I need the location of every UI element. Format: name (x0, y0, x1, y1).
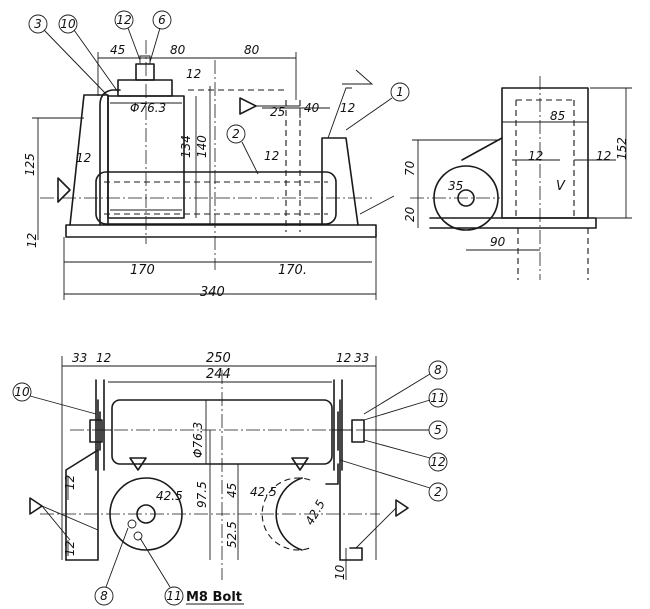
dim-42-5: 42.5 (302, 497, 327, 527)
dim-12: 12 (528, 149, 543, 163)
balloon: 8 (100, 589, 108, 603)
top-view: 33 12 250 12 33 244 Φ76.3 12 12 97.5 45 … (12, 351, 448, 606)
dim-45: 45 (225, 483, 239, 498)
dim-10: 10 (333, 564, 347, 580)
front-view: 45 80 80 12 25 40 12 125 12 134 140 Φ76.… (23, 10, 410, 300)
end-nut-right (351, 419, 365, 443)
balloon: 5 (434, 423, 442, 437)
dim-phi: Φ76.3 (130, 101, 166, 115)
dim-20: 20 (403, 206, 417, 222)
dim-250: 250 (206, 351, 231, 366)
side-bracket (501, 87, 589, 219)
balloon: 11 (166, 589, 181, 603)
dim-70: 70 (403, 160, 417, 176)
balloon: 12 (116, 13, 131, 27)
side-view: 85 152 70 35 20 12 12 90 V (403, 76, 632, 280)
dim-42-5: 42.5 (156, 489, 183, 503)
bolt-note: M8 Bolt (186, 590, 242, 605)
dim-80: 80 (244, 43, 260, 57)
dim-33: 33 (354, 351, 369, 365)
right-bracket-edge (327, 87, 352, 139)
dim-134: 134 (179, 135, 193, 158)
balloon: 8 (434, 363, 442, 377)
balloon: 1 (396, 85, 404, 99)
dim-12: 12 (336, 351, 351, 365)
balloon: 12 (430, 455, 445, 469)
dim-40: 40 (304, 101, 320, 115)
dim-152: 152 (615, 137, 629, 160)
weld-symbol (239, 97, 257, 115)
dim-12: 12 (186, 67, 201, 81)
dim-35: 35 (448, 179, 463, 193)
dim-45: 45 (110, 43, 125, 57)
dim-25: 25 (270, 105, 285, 119)
top-base (65, 399, 363, 561)
dim-140: 140 (195, 135, 209, 158)
cap-stud (135, 63, 155, 81)
dim-170: 170. (278, 263, 307, 278)
balloon: 2 (434, 485, 442, 499)
dim-85: 85 (550, 109, 565, 123)
left-bracket-inner (99, 89, 121, 226)
dim-12: 12 (76, 151, 91, 165)
dim-12: 12 (596, 149, 611, 163)
dim-12: 12 (264, 149, 279, 163)
dim-12: 12 (63, 541, 77, 556)
side-base (429, 217, 597, 229)
dim-52-5: 52.5 (225, 521, 239, 548)
dim-phi: Φ76.3 (191, 422, 205, 458)
right-bracket (321, 137, 359, 226)
balloon: 2 (232, 127, 240, 141)
cylinder-cap (117, 79, 173, 97)
weld-label: V (556, 179, 566, 194)
dim-90: 90 (490, 235, 506, 249)
balloon: 6 (158, 13, 166, 27)
dim-42-5: 42.5 (250, 485, 277, 499)
dim-97-5: 97.5 (195, 481, 209, 508)
balloon: 10 (14, 385, 30, 399)
dim-170: 170 (130, 263, 155, 278)
dim-244: 244 (206, 367, 231, 382)
dim-80: 80 (170, 43, 186, 57)
dim-12: 12 (96, 351, 111, 365)
weld-symbol-left (57, 177, 71, 203)
dim-125: 125 (23, 153, 37, 176)
dim-340: 340 (200, 285, 225, 300)
balloon: 10 (60, 17, 76, 31)
dim-12: 12 (63, 475, 77, 490)
balloon: 11 (430, 391, 445, 405)
balloon: 3 (34, 17, 42, 31)
dim-33: 33 (72, 351, 87, 365)
base-plate (65, 224, 377, 238)
dim-12: 12 (340, 101, 355, 115)
dim-12: 12 (25, 233, 39, 248)
